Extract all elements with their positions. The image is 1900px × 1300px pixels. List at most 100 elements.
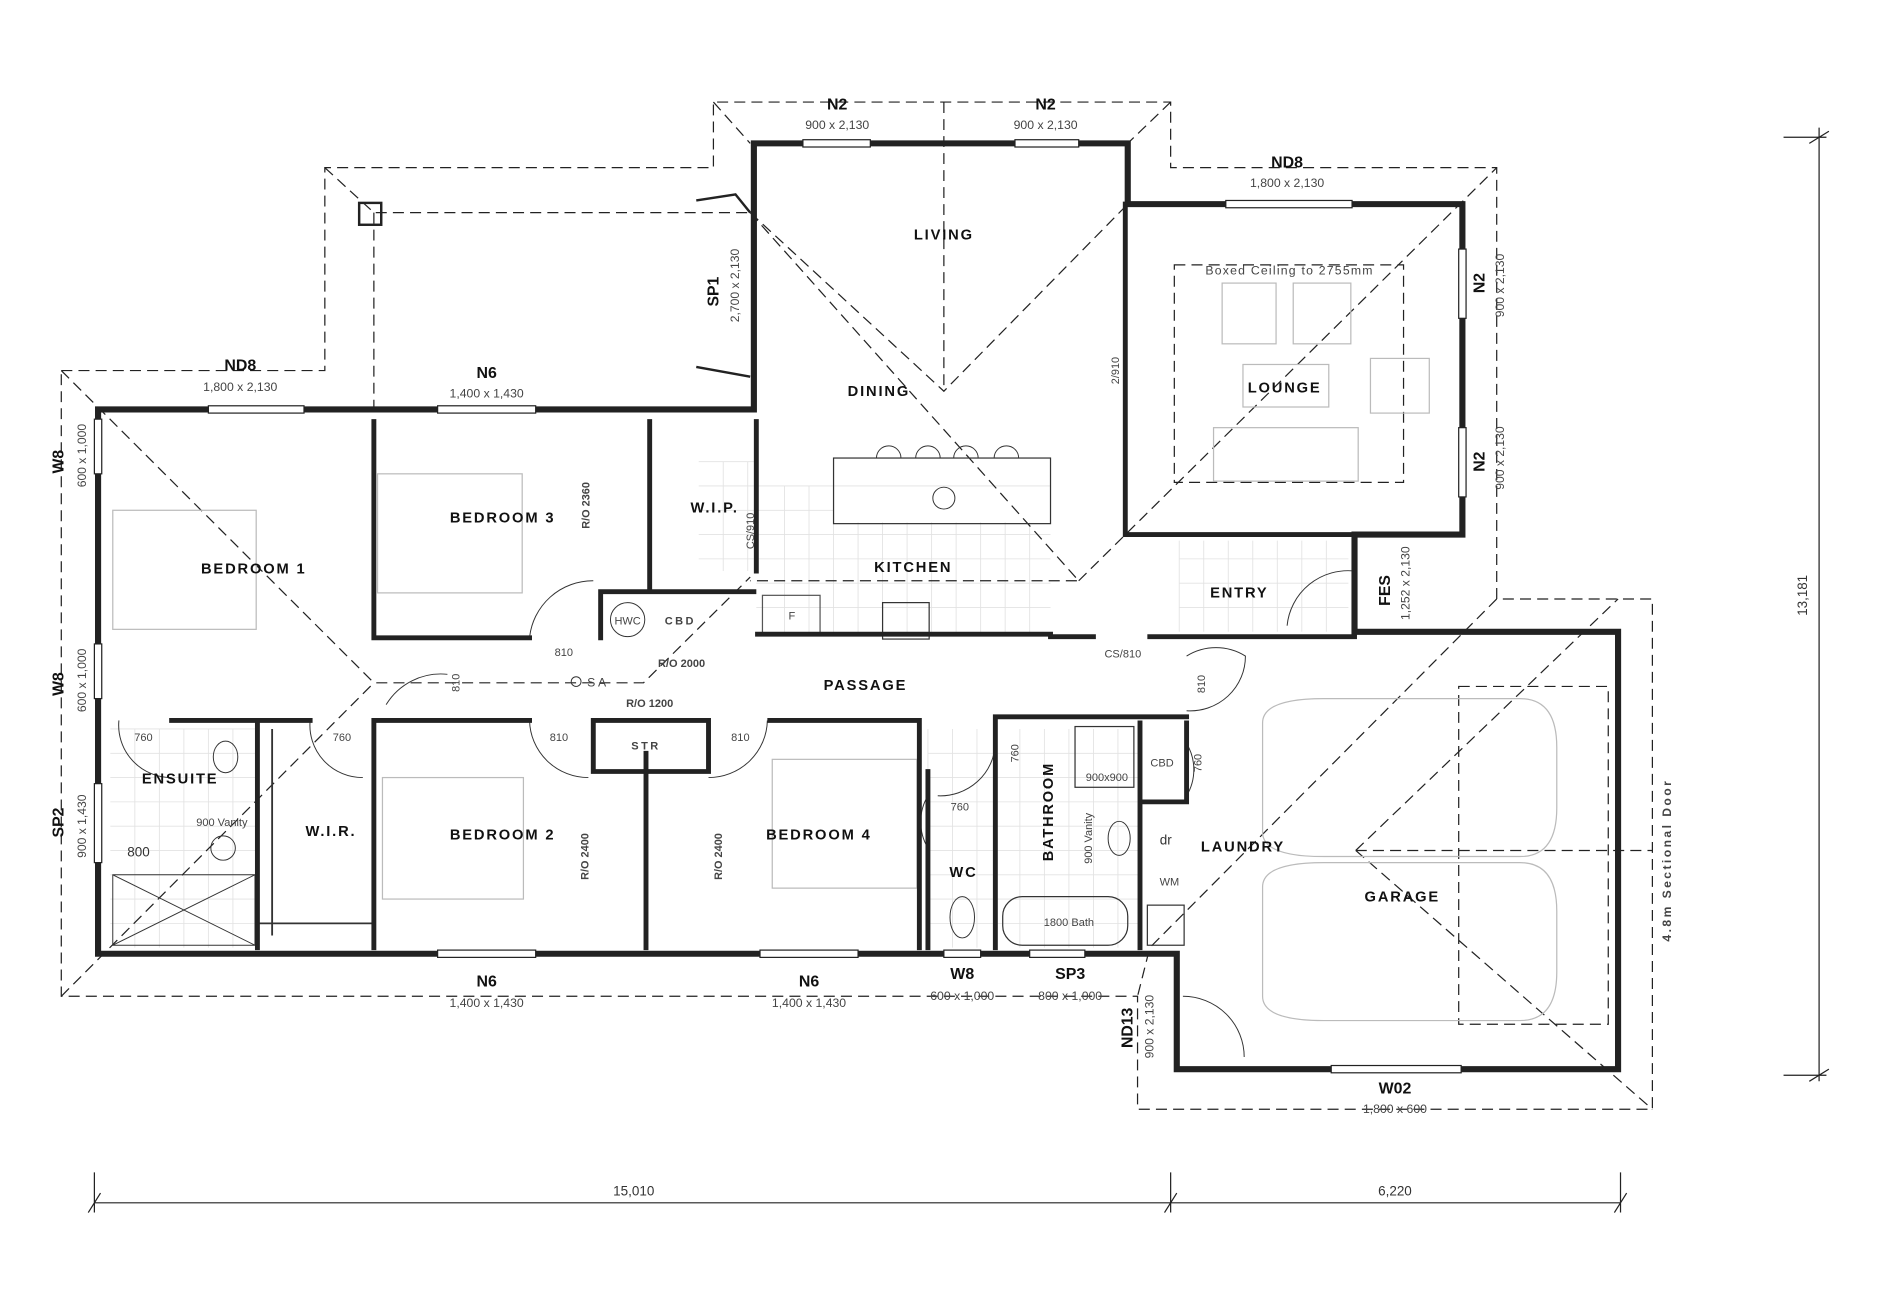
window-code: N2 xyxy=(1035,96,1056,113)
robe-opening-note: R/O 2400 xyxy=(579,833,591,880)
sink-icon xyxy=(932,486,956,510)
garage-width-dimension: 6,220 xyxy=(1378,1184,1412,1199)
door-width: 810 xyxy=(555,647,573,659)
bed-bedroom-2 xyxy=(381,776,525,900)
door-code: SP3 xyxy=(1055,966,1085,983)
cooktop-icon xyxy=(881,602,930,640)
sofa xyxy=(1292,282,1352,345)
roof-outline xyxy=(60,101,1653,1110)
opening-note: 2/910 xyxy=(1110,357,1122,384)
door-size: 900 x 1,430 xyxy=(75,794,89,858)
cavity-slider-note: CS/810 xyxy=(1104,648,1141,660)
room-label-bedroom-2: BEDROOM 2 xyxy=(450,828,556,844)
door-code: SP2 xyxy=(51,807,68,837)
room-label-bedroom-4: BEDROOM 4 xyxy=(766,828,872,844)
door-size: 1,252 x 2,130 xyxy=(1399,546,1413,620)
basin-icon xyxy=(1107,820,1131,856)
dimension-labels: 15,010 6,220 13,181 xyxy=(613,575,1810,1199)
sofa xyxy=(1221,282,1277,345)
kitchen-island xyxy=(832,457,1052,525)
bar-stools xyxy=(875,445,1020,459)
window-size: 1,400 x 1,430 xyxy=(450,996,524,1010)
toilet-icon xyxy=(949,896,976,939)
floor-tiles xyxy=(110,461,1349,948)
window-code: N6 xyxy=(476,974,497,991)
room-label-dining: DINING xyxy=(848,384,910,400)
window-size: 900 x 2,130 xyxy=(1014,118,1078,132)
door-width: 760 xyxy=(333,732,351,744)
dryer-label: dr xyxy=(1160,832,1173,847)
window-code: N6 xyxy=(799,974,820,991)
opening-labels: N2 900 x 2,130 N2 900 x 2,130 ND8 1,800 … xyxy=(51,96,1507,1115)
coffee-table xyxy=(1242,363,1330,408)
car xyxy=(1261,697,1558,858)
washing-machine-label: WM xyxy=(1160,877,1180,889)
window-code: N6 xyxy=(476,365,497,382)
window-code: N2 xyxy=(1471,451,1488,471)
shower-width: 800 xyxy=(127,845,149,860)
door-code: ND8 xyxy=(1271,155,1303,172)
cupboard-label: CBD xyxy=(1150,758,1173,770)
window-code: W02 xyxy=(1379,1081,1412,1098)
bathtub xyxy=(1002,896,1129,946)
room-label-hwc: HWC xyxy=(614,616,640,628)
shower-label: 900x900 xyxy=(1086,772,1128,784)
door-width: 810 xyxy=(451,674,463,692)
window-size: 600 x 1,000 xyxy=(75,648,89,712)
door-code: ND8 xyxy=(224,358,256,375)
window-code: W8 xyxy=(950,966,974,983)
door-code: FES xyxy=(1377,575,1394,606)
door-swings xyxy=(118,570,1355,1058)
basin-icon xyxy=(210,835,236,861)
room-label-kitchen: KITCHEN xyxy=(874,560,952,576)
room-label-wip: W.I.P. xyxy=(690,501,738,517)
window-code: W8 xyxy=(51,672,68,696)
room-labels: LIVING DINING LOUNGE BEDROOM 3 W.I.P. KI… xyxy=(142,227,1441,906)
room-label-garage: GARAGE xyxy=(1365,890,1441,906)
dimension-lines xyxy=(87,127,1830,1213)
door-code: SP1 xyxy=(705,276,722,306)
room-label-laundry: LAUNDRY xyxy=(1201,840,1285,856)
robe-opening-note: R/O 2400 xyxy=(713,833,725,880)
window-size: 1,400 x 1,430 xyxy=(450,386,524,400)
flue-icon xyxy=(357,201,383,226)
door-width: 760 xyxy=(134,732,152,744)
annotations: Boxed Ceiling to 2755mm 2/910 CS/910 R/O… xyxy=(127,264,1674,942)
robe-opening-note: R/O 2360 xyxy=(581,482,593,529)
door-width: 760 xyxy=(1010,744,1022,762)
smoke-alarm-icon xyxy=(570,676,582,687)
door-size: 800 x 1,000 xyxy=(1038,989,1102,1003)
room-label-entry: ENTRY xyxy=(1210,586,1268,602)
room-label-bathroom: BATHROOM xyxy=(1041,762,1057,861)
room-label-str: STR xyxy=(631,741,660,753)
door-size: 2,700 x 2,130 xyxy=(728,249,742,323)
door-width: 760 xyxy=(951,801,969,813)
house-width-dimension: 15,010 xyxy=(613,1184,654,1199)
window-code: N2 xyxy=(1471,273,1488,293)
bed-bedroom-3 xyxy=(376,473,523,594)
bed-bedroom-1 xyxy=(112,509,257,630)
smoke-alarm-label: S A xyxy=(587,675,607,689)
vanity-label: 900 Vanity xyxy=(1083,812,1095,863)
robe-opening-note: R/O 2000 xyxy=(658,658,705,670)
window-size: 900 x 2,130 xyxy=(1493,426,1507,490)
hot-water-cylinder xyxy=(609,602,646,638)
room-label-bedroom-3: BEDROOM 3 xyxy=(450,510,556,526)
window-size: 1,400 x 1,430 xyxy=(772,996,846,1010)
room-label-bedroom-1: BEDROOM 1 xyxy=(201,562,307,578)
walls xyxy=(95,140,1622,1073)
door-code: ND13 xyxy=(1120,1007,1137,1048)
door-size: 1,800 x 2,130 xyxy=(203,380,277,394)
window-size: 1,800 x 600 xyxy=(1363,1102,1427,1116)
window-size: 900 x 2,130 xyxy=(1493,254,1507,318)
door-size: 900 x 2,130 xyxy=(1142,995,1156,1059)
sofa xyxy=(1212,427,1359,482)
boxed-ceiling-note: Boxed Ceiling to 2755mm xyxy=(1205,264,1373,278)
door-width: 810 xyxy=(550,732,568,744)
room-label-wc: WC xyxy=(949,865,977,881)
window-size: 600 x 1,000 xyxy=(75,424,89,488)
window-code: W8 xyxy=(51,450,68,474)
room-label-wir: W.I.R. xyxy=(305,824,356,840)
room-label-lounge: LOUNGE xyxy=(1248,380,1322,396)
